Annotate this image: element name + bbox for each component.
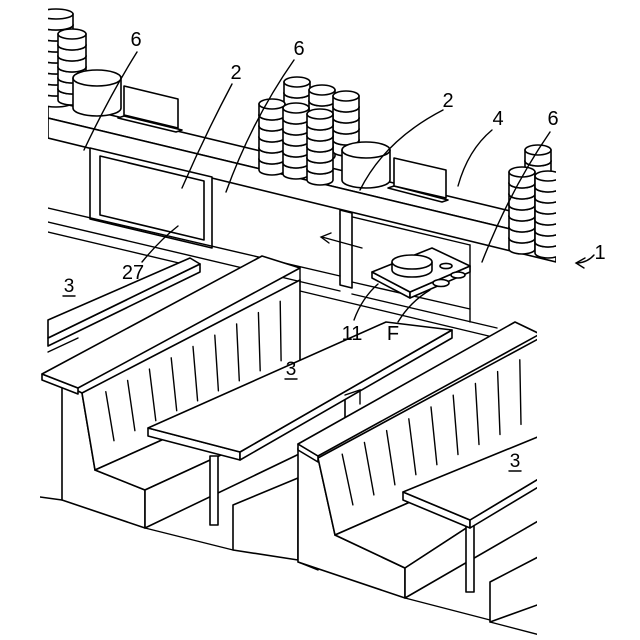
booth-area	[40, 256, 540, 635]
dish-top	[307, 109, 333, 119]
ref-label-3: 3	[286, 359, 297, 380]
dish-stack	[307, 109, 333, 185]
ref-label-4: 4	[492, 108, 503, 130]
dish-top	[58, 29, 86, 39]
bowl-top	[73, 70, 121, 86]
leader-system-1	[578, 255, 594, 263]
opening-pillar	[340, 210, 352, 288]
ref-label-27: 27	[122, 262, 144, 284]
ref-label-1: 1	[594, 242, 605, 264]
ref-label-6: 6	[130, 29, 141, 51]
dish-stack	[535, 171, 561, 258]
tray-hole	[451, 272, 465, 278]
ref-label-11: 11	[342, 323, 363, 345]
front-right-seat	[490, 556, 540, 622]
leader-shelf-4	[458, 130, 492, 186]
ref-label-2: 2	[230, 62, 241, 84]
tray-dish-top	[392, 255, 432, 269]
pleat-line	[280, 301, 281, 361]
ref-label-3: 3	[64, 276, 75, 297]
dish-stack	[283, 103, 309, 179]
dish-top	[259, 99, 285, 109]
tray-hole	[440, 263, 452, 268]
back-seat-block	[233, 478, 298, 560]
tray-hole	[433, 280, 449, 287]
ref-label-6: 6	[293, 38, 304, 60]
dish-top	[39, 9, 73, 19]
middle-table-leg	[210, 456, 218, 525]
ref-label-3: 3	[510, 451, 521, 472]
ref-label-F: F	[387, 323, 399, 345]
ref-label-2: 2	[442, 90, 453, 112]
dish-top	[283, 103, 309, 113]
right-table-leg	[466, 522, 474, 592]
ref-label-6: 6	[547, 108, 558, 130]
dish-top	[284, 77, 310, 87]
dish-top	[309, 85, 335, 95]
leader-tray-11	[354, 284, 378, 320]
dish-top	[535, 171, 561, 181]
dish-stack	[509, 167, 535, 254]
dish-top	[333, 91, 359, 101]
